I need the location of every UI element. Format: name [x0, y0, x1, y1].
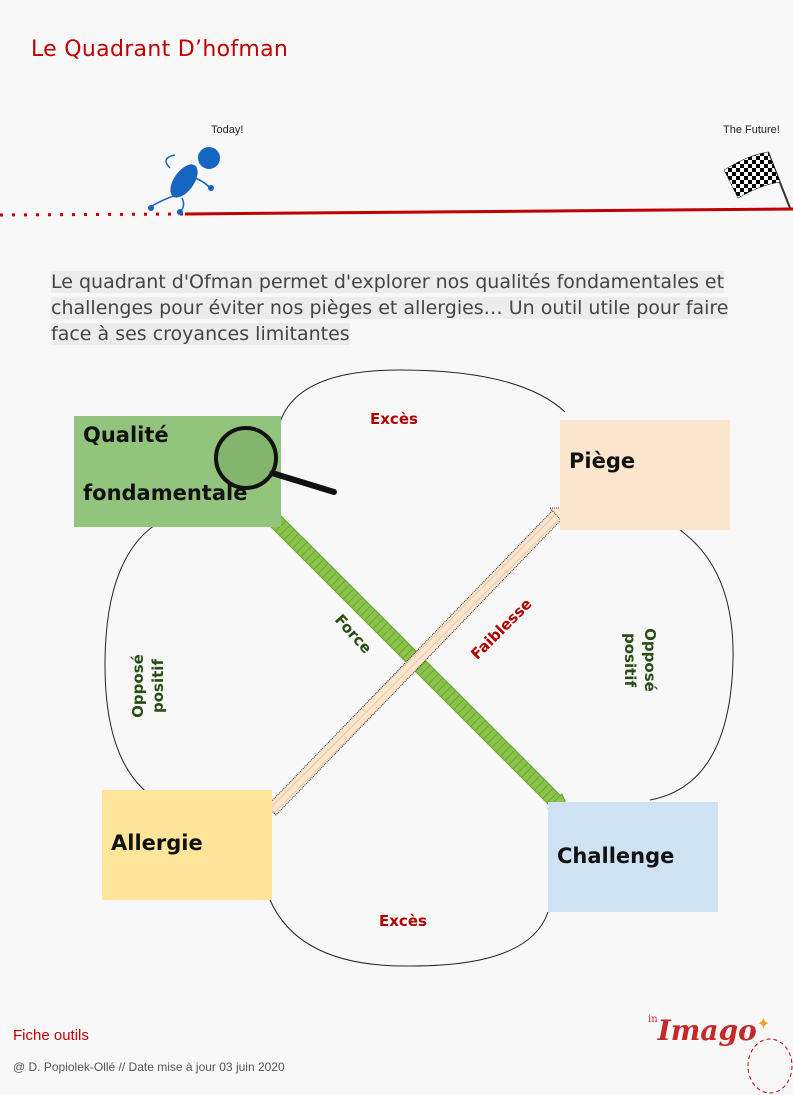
quadrant-qualite: Qualité fondamentale [74, 416, 281, 527]
timeline-dotted [0, 212, 186, 217]
timeline-solid [184, 207, 793, 216]
butterfly-icon: ✦ [756, 1014, 771, 1033]
loop-right-line1: Opposé [641, 628, 659, 692]
challenge-label: Challenge [557, 844, 675, 868]
piege-label: Piège [569, 449, 636, 473]
quadrant-piege: Piège [560, 420, 730, 530]
intro-text: Le quadrant d'Ofman permet d'explorer no… [51, 269, 757, 347]
loop-bottom [269, 899, 549, 967]
qualite-label-line2: fondamentale [83, 481, 248, 505]
loop-top-label: Excès [370, 410, 418, 428]
checkered-flag-icon [723, 151, 791, 209]
runner-icon [148, 147, 220, 215]
loop-right [649, 529, 734, 801]
allergie-label: Allergie [111, 831, 203, 855]
quadrant-allergie: Allergie [102, 790, 272, 900]
intro-line-3: face à ses croyances limitantes [51, 323, 350, 345]
page-title: Le Quadrant D’hofman [31, 37, 289, 62]
logo-prefix: in [648, 1014, 658, 1025]
qualite-label-line1: Qualité [83, 423, 169, 447]
loop-left-line1: Opposé [129, 654, 147, 718]
footer-category: Fiche outils [13, 1027, 89, 1044]
loop-right-label: Opposé positif [620, 610, 660, 710]
loop-right-line2: positif [621, 633, 639, 687]
loop-left [104, 524, 156, 796]
timeline-end-label: The Future! [723, 124, 780, 136]
timeline-start-label: Today! [211, 124, 244, 136]
loop-bottom-label: Excès [379, 912, 427, 930]
quadrant-challenge: Challenge [548, 802, 718, 912]
logo-name: Imago [657, 1014, 757, 1047]
loop-left-label: Opposé positif [128, 636, 168, 736]
logo: inImago✦ [648, 1014, 770, 1047]
footer-credit: @ D. Popiolek-Ollé // Date mise à jour 0… [13, 1060, 285, 1074]
loop-top [277, 369, 566, 431]
intro-line-1: Le quadrant d'Ofman permet d'explorer no… [51, 271, 725, 293]
intro-line-2: challenges pour éviter nos pièges et all… [51, 297, 729, 319]
loop-left-line2: positif [149, 659, 167, 713]
